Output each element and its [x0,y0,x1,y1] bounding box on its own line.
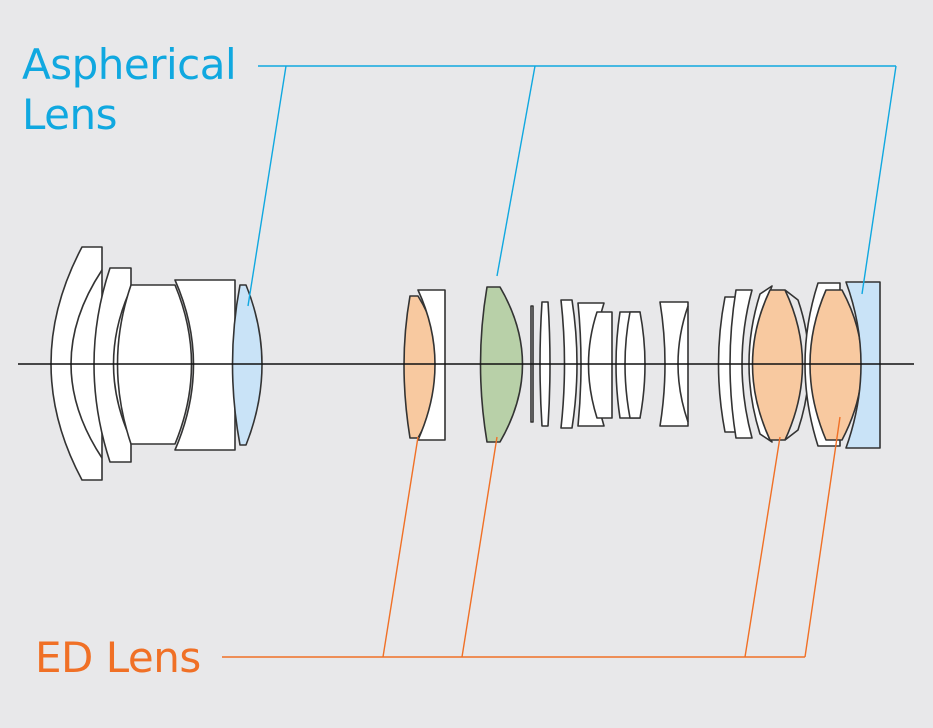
aspherical-leader-2 [496,65,536,277]
lens-element-10 [587,311,613,419]
aspherical-lens-label: Aspherical Lens [22,40,237,140]
aspherical-label-line2: Lens [22,90,118,139]
aspherical-lens-2 [845,281,881,449]
aspherical-leader-1 [247,65,287,307]
aspherical-leader-3 [861,65,897,295]
lens-element-12 [624,311,646,419]
ed-leader-3 [744,436,781,658]
lens-element-4 [174,279,236,451]
aspherical-lens-1 [231,284,263,446]
ed-leader-1 [382,436,419,658]
ed-leader-2 [461,436,498,658]
ed-lens-3 [809,289,863,441]
ed-leader-4 [804,416,841,658]
aspherical-label-line1: Aspherical [22,40,237,89]
ed-lens-label: ED Lens [35,633,201,682]
